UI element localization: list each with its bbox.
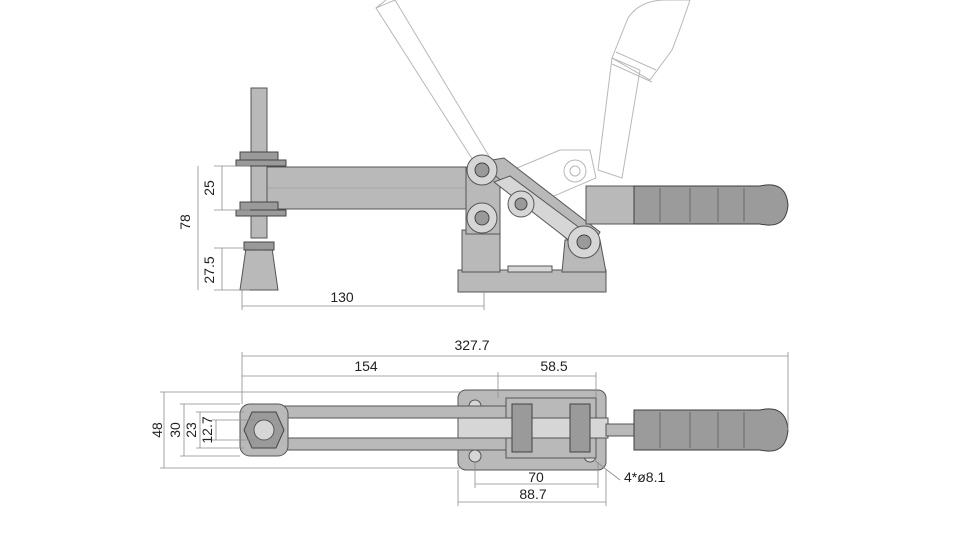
top-handle-grip[interactable]	[605, 408, 789, 452]
dim-overall-height: 78	[177, 214, 193, 230]
side-spindle	[235, 87, 287, 291]
dim-tip-height: 27.5	[201, 256, 217, 283]
top-arms	[261, 397, 609, 459]
dim-reach: 130	[330, 289, 354, 305]
dim-width-inner: 23	[183, 422, 199, 438]
top-spindle	[239, 403, 289, 457]
dim-base-plate-length: 88.7	[519, 486, 546, 502]
side-handle-grip[interactable]	[633, 184, 789, 226]
side-dimensions: 25 78 27.5 130	[177, 165, 485, 310]
dim-width-mid: 30	[167, 422, 183, 438]
side-view: 25 78 27.5 130	[177, 0, 789, 310]
side-arm	[251, 166, 485, 210]
dim-bar-gap: 12.7	[199, 416, 215, 443]
dim-hole-spacing: 70	[528, 469, 544, 485]
top-view: 327.7 154 58.5 48 30 23 12.7 70 88.7 4*ø…	[149, 337, 789, 506]
dim-overall-length: 327.7	[454, 337, 489, 353]
dim-spindle-to-base: 154	[354, 358, 378, 374]
dim-spindle-upper: 25	[201, 180, 217, 196]
top-dimensions: 327.7 154 58.5 48 30 23 12.7 70 88.7 4*ø…	[149, 337, 789, 506]
dim-width-outer: 48	[149, 422, 165, 438]
dim-mounting-holes: 4*ø8.1	[624, 469, 665, 485]
open-position-ghost	[375, 0, 691, 203]
side-pivots	[466, 154, 601, 259]
dim-base-length: 58.5	[540, 358, 567, 374]
